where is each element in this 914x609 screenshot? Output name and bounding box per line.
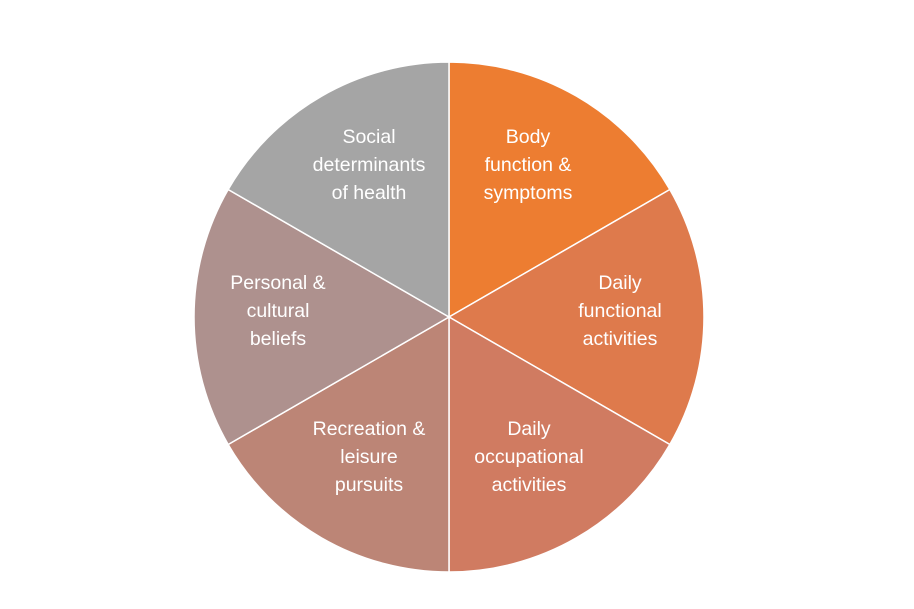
- pie-label-daily-functional: Daily functional activities: [578, 272, 661, 350]
- pie-label-body-function: Body function & symptoms: [484, 126, 573, 204]
- pie-slice-daily-occupational: [448, 315, 671, 573]
- pie-label-line: Personal &: [230, 272, 325, 294]
- pie-label-line: cultural: [247, 300, 310, 322]
- pie-label-line: beliefs: [250, 328, 307, 350]
- pie-label-line: activities: [583, 328, 658, 350]
- pie-label-line: Daily: [507, 418, 551, 440]
- pie-label-line: activities: [492, 474, 567, 496]
- pie-label-line: Recreation &: [313, 418, 426, 440]
- pie-label-line: leisure: [340, 446, 397, 468]
- pie-label-social-determinants: Social determinants of health: [313, 126, 426, 204]
- pie-label-line: occupational: [474, 446, 584, 468]
- pie-slice-recreation-leisure: [227, 315, 450, 573]
- pie-label-line: functional: [578, 300, 661, 322]
- pie-label-line: pursuits: [335, 474, 404, 496]
- pie-label-recreation-leisure: Recreation & leisure pursuits: [313, 418, 426, 496]
- pie-slice-social-determinants: [227, 61, 450, 319]
- pie-slice-personal-cultural: [193, 188, 451, 446]
- pie-label-line: function &: [485, 154, 572, 176]
- pie-slices: [193, 61, 705, 573]
- pie-label-daily-occupational: Daily occupational activities: [474, 418, 584, 496]
- pie-label-line: Body: [506, 126, 551, 148]
- pie-label-personal-cultural: Personal & cultural beliefs: [230, 272, 325, 350]
- pie-label-line: symptoms: [484, 182, 573, 204]
- pie-label-line: Daily: [598, 272, 642, 294]
- pie-slice-daily-functional: [447, 188, 705, 446]
- pie-label-line: Social: [342, 126, 395, 148]
- pie-label-line: of health: [332, 182, 407, 204]
- pie-label-line: determinants: [313, 154, 426, 176]
- pie-slice-body-function: [448, 61, 671, 319]
